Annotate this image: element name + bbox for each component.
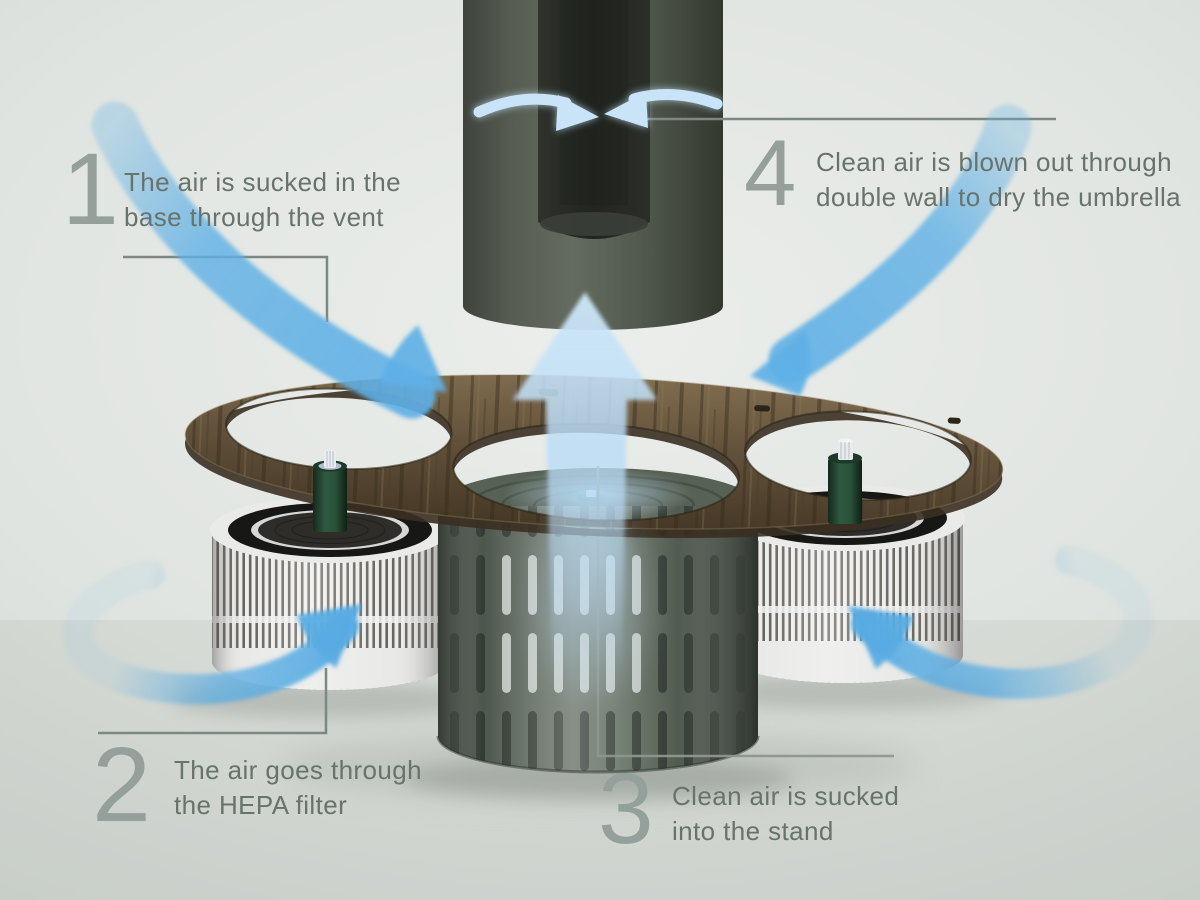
step-2-line-2: the HEPA filter	[174, 790, 348, 820]
step-2-text: The air goes through the HEPA filter	[174, 753, 422, 823]
step-1-number: 1	[62, 132, 119, 246]
step-3-line-1: Clean air is sucked	[672, 781, 900, 811]
leader-line-step-2	[98, 668, 328, 735]
step-3-text: Clean air is sucked into the stand	[672, 779, 899, 849]
clean-air-up-arrow-icon	[513, 292, 657, 695]
tube-cutout	[538, 0, 650, 239]
step-2-number: 2	[92, 726, 151, 844]
step-4-line-2: double wall to dry the umbrella	[816, 182, 1182, 212]
step-4-number: 4	[744, 120, 797, 225]
filter-post-right	[828, 438, 862, 524]
step-4-text: Clean air is blown out through double wa…	[816, 145, 1181, 215]
umbrella-tube	[463, 0, 723, 330]
step-3-number: 3	[598, 753, 654, 865]
tube-inflow-arrow-left-icon	[473, 93, 572, 118]
step-4-line-1: Clean air is blown out through	[816, 147, 1172, 177]
filter-post-left	[313, 450, 347, 532]
intake-arrow-left-icon	[91, 101, 447, 419]
step-1-line-2: base through the vent	[124, 202, 384, 232]
swirl-arrow-right-icon	[848, 545, 1154, 699]
step-3-line-2: into the stand	[672, 816, 834, 846]
tube-inflow-arrows	[473, 89, 723, 131]
swirl-arrow-left-icon	[63, 559, 362, 705]
step-1-line-1: The air is sucked in the	[124, 167, 401, 197]
intake-arrow-right-icon	[750, 104, 1032, 396]
step-2-line-1: The air goes through	[174, 755, 422, 785]
step-1-text: The air is sucked in the base through th…	[124, 165, 401, 235]
